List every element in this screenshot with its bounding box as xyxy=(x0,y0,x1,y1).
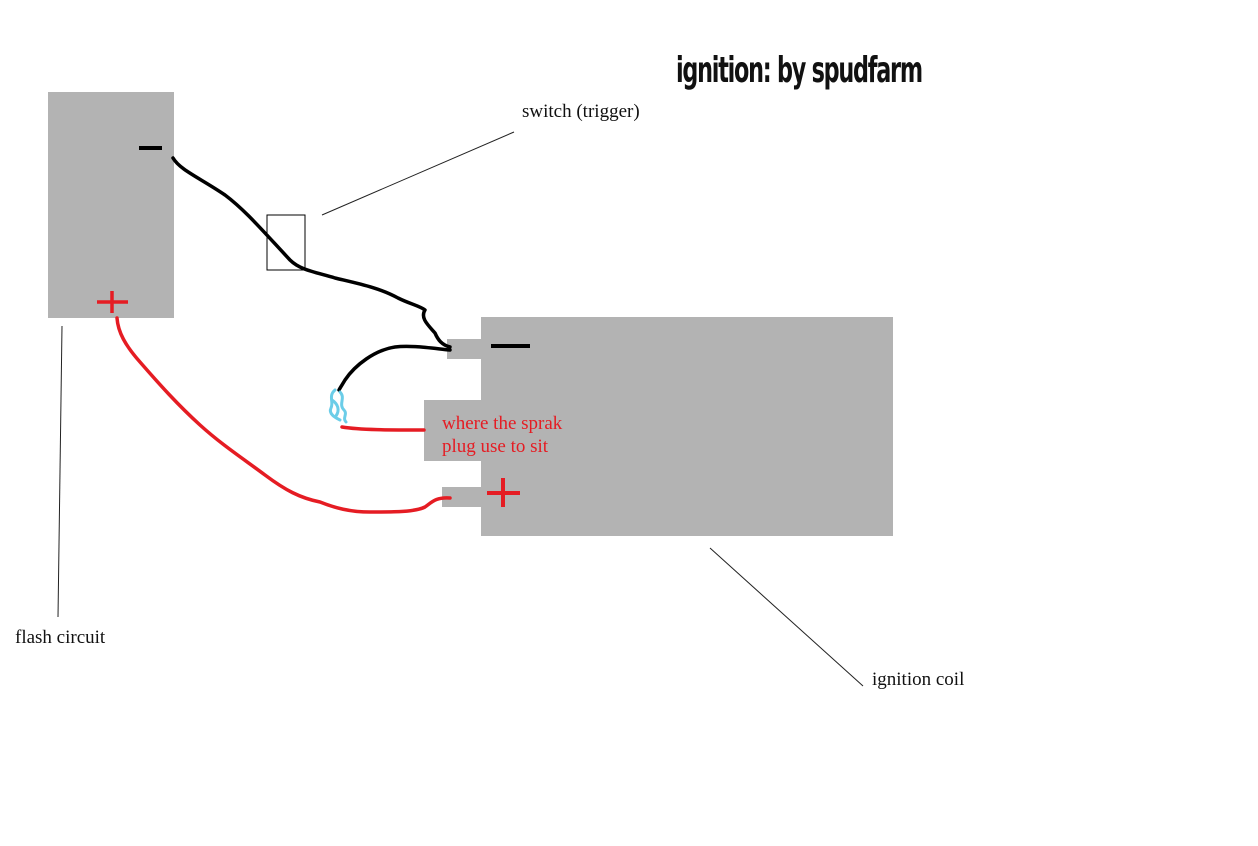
spark-plug-note-line1: where the sprak xyxy=(442,413,563,434)
switch-label: switch (trigger) xyxy=(522,101,640,122)
diagram-title: ignition: by spudfarm xyxy=(676,50,923,91)
switch-box xyxy=(266,214,306,271)
spark-gap-icon xyxy=(328,388,348,424)
flash-circuit-leader-line xyxy=(57,325,63,618)
coil-positive-tab xyxy=(442,487,482,507)
spark-plug-note-line2: plug use to sit xyxy=(442,436,549,457)
black-wire-negative xyxy=(171,156,452,349)
ignition-coil-label: ignition coil xyxy=(872,669,965,690)
flash-positive-terminal-icon xyxy=(97,291,128,313)
red-wire-spark xyxy=(340,425,426,432)
red-wire-positive xyxy=(115,316,452,514)
coil-positive-terminal-icon xyxy=(487,478,520,507)
flash-circuit-box xyxy=(48,92,174,318)
flash-circuit-label: flash circuit xyxy=(15,627,106,648)
coil-spark-tab xyxy=(424,400,482,461)
ignition-coil-leader-line xyxy=(709,547,864,687)
switch-leader-line xyxy=(321,131,515,216)
coil-negative-tab xyxy=(447,339,482,359)
black-wire-spark xyxy=(337,344,452,392)
ignition-coil-box xyxy=(481,317,893,536)
